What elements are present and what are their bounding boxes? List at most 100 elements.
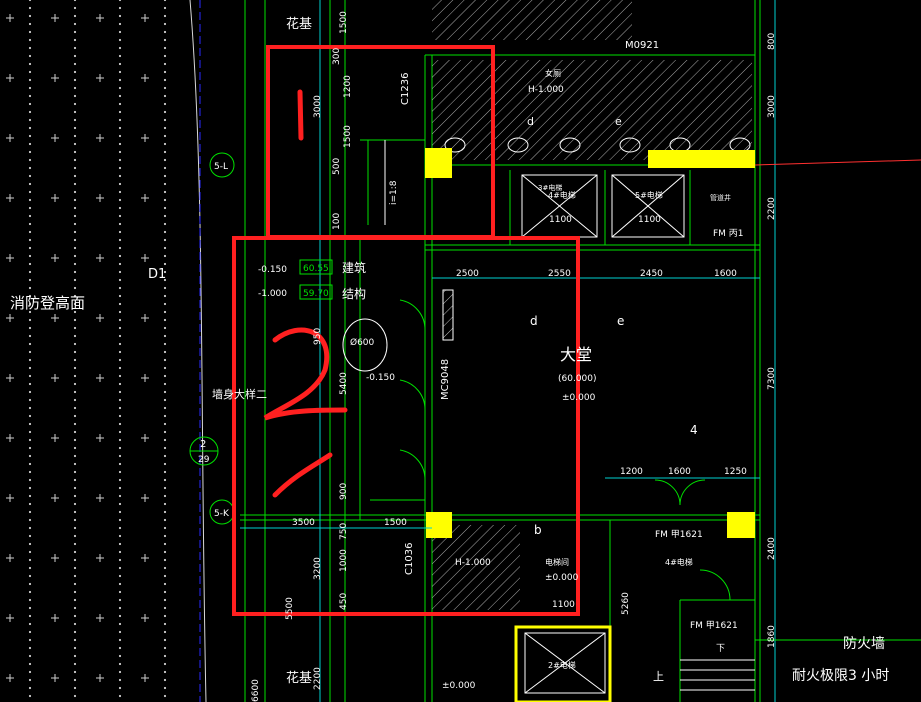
site-dot (28, 390, 32, 394)
site-dot (28, 470, 32, 474)
elev-5: 5#电梯 (635, 190, 663, 200)
site-dot (163, 670, 167, 674)
site-dot (163, 430, 167, 434)
site-dot (28, 198, 32, 202)
svg-text:900: 900 (339, 483, 349, 500)
site-dot (28, 206, 32, 210)
site-dot (28, 510, 32, 514)
fm-b: FM 甲1621 (655, 529, 703, 540)
site-dot (73, 342, 77, 346)
ground-level: ±0.000 (442, 681, 476, 691)
site-dot (118, 646, 122, 650)
site-dot (73, 294, 77, 298)
site-dot (73, 150, 77, 154)
site-dot (163, 526, 167, 530)
site-dot (28, 638, 32, 642)
site-dot (28, 486, 32, 490)
site-dot (163, 214, 167, 218)
site-dot (73, 694, 77, 698)
site-dot (163, 462, 167, 466)
red-annotation-2 (263, 327, 348, 421)
site-dot (73, 622, 77, 626)
site-dot (28, 582, 32, 586)
site-dot (163, 382, 167, 386)
site-dot (28, 22, 32, 26)
site-dot (163, 342, 167, 346)
site-dot (118, 638, 122, 642)
site-dot (73, 94, 77, 98)
site-dot (118, 694, 122, 698)
site-dot (163, 678, 167, 682)
svg-text:5400: 5400 (339, 372, 349, 395)
site-dot (163, 358, 167, 362)
site-dot (28, 166, 32, 170)
site-dot (28, 62, 32, 66)
site-dot (28, 366, 32, 370)
site-dot (163, 46, 167, 50)
elev-room: 电梯间 (545, 557, 569, 567)
site-dot (118, 542, 122, 546)
svg-text:3000: 3000 (313, 95, 323, 118)
site-dot (73, 606, 77, 610)
site-dot (118, 654, 122, 658)
site-dot (118, 470, 122, 474)
site-dot (118, 478, 122, 482)
site-dot (118, 382, 122, 386)
site-dot (28, 190, 32, 194)
hall-level: ±0.000 (562, 393, 596, 403)
site-dot (118, 0, 122, 2)
site-dot (163, 190, 167, 194)
elev-4b: 4#电梯 (665, 557, 693, 567)
site-dot (163, 102, 167, 106)
site-dot (73, 350, 77, 354)
site-dot (28, 294, 32, 298)
site-dot (28, 182, 32, 186)
site-dot (163, 374, 167, 378)
svg-text:450: 450 (339, 593, 349, 610)
svg-text:2450: 2450 (640, 269, 663, 279)
site-dot (163, 62, 167, 66)
site-dot (163, 230, 167, 234)
site-dot (28, 406, 32, 410)
site-dot (118, 86, 122, 90)
site-dot (163, 566, 167, 570)
site-dot (28, 118, 32, 122)
site-dot (28, 86, 32, 90)
red-annotation-1 (297, 89, 304, 141)
svg-text:800: 800 (767, 33, 777, 50)
site-dot (163, 0, 167, 2)
site-dot (163, 686, 167, 690)
site-dot (118, 110, 122, 114)
site-dot (73, 542, 77, 546)
svg-text:2200: 2200 (767, 197, 777, 220)
elevator-shafts (521, 174, 685, 694)
site-dot (28, 590, 32, 594)
svg-text:1500: 1500 (343, 125, 353, 148)
red-markup-box-2 (232, 236, 580, 616)
fm-c: FM 甲1621 (690, 620, 738, 631)
elev-3: 3#电梯 (538, 183, 562, 192)
site-dot (118, 374, 122, 378)
site-dot (118, 118, 122, 122)
site-dot (73, 222, 77, 226)
site-dot (118, 102, 122, 106)
site-dot (73, 246, 77, 250)
site-dot (28, 302, 32, 306)
doors (370, 299, 731, 601)
section-line (754, 159, 921, 166)
site-dot (28, 614, 32, 618)
site-dot (163, 14, 167, 18)
site-dot (28, 686, 32, 690)
svg-text:2550: 2550 (548, 269, 571, 279)
site-dot (73, 670, 77, 674)
site-dot (73, 678, 77, 682)
site-dot (28, 78, 32, 82)
site-dot (118, 310, 122, 314)
site-dot (28, 694, 32, 698)
site-dot (73, 254, 77, 258)
site-dot (163, 438, 167, 442)
site-dot (28, 542, 32, 546)
site-dot (73, 126, 77, 130)
site-dot (73, 102, 77, 106)
